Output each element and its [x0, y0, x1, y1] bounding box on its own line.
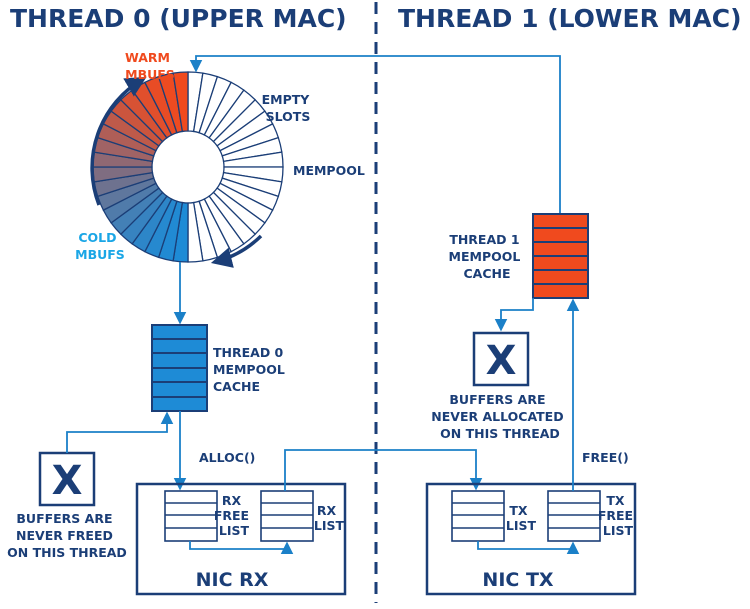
rx-list-stack [260, 490, 314, 542]
return-to-mempool-arrow [189, 55, 561, 214]
never-allocated-arrow [494, 298, 534, 332]
never-freed-arrow [66, 411, 174, 453]
cold-mbufs-label: COLD MBUFS [75, 227, 125, 262]
rx-free-list-stack [164, 490, 218, 542]
never-freed-label: BUFFERS ARE NEVER FREED ON THIS THREAD [7, 508, 127, 560]
never-allocated-x-box [472, 331, 530, 387]
thread0-mempool-cache [151, 324, 208, 412]
tx-to-tx-free-arrow [477, 541, 580, 555]
tx-free-list-label: TX FREE LIST [598, 490, 638, 538]
never-freed-x-icon: X [52, 458, 83, 504]
rotation-arrow-left [90, 76, 147, 206]
thread1-mempool-cache [532, 213, 589, 299]
mempool-label: MEMPOOL [293, 163, 365, 178]
thread1-title: THREAD 1 (LOWER MAC) [398, 4, 742, 33]
mempool-ring [92, 71, 284, 263]
thread1-cache-label: THREAD 1 MEMPOOL CACHE [449, 229, 526, 281]
tx-list-stack [451, 490, 505, 542]
never-allocated-label: BUFFERS ARE NEVER ALLOCATED ON THIS THRE… [431, 389, 568, 441]
rx-free-list-label: RX FREE LIST [214, 490, 254, 538]
nic-rx-title: NIC RX [196, 569, 269, 591]
tx-free-list-stack [547, 490, 601, 542]
thread0-title: THREAD 0 (UPPER MAC) [10, 4, 347, 33]
rx-to-tx-arrow [284, 449, 483, 491]
alloc-label: ALLOC() [199, 450, 255, 465]
empty-slots-label: EMPTY SLOTS [262, 89, 315, 124]
nic-tx-title: NIC TX [482, 569, 553, 591]
never-allocated-x-icon: X [486, 338, 517, 384]
thread0-cache-label: THREAD 0 MEMPOOL CACHE [213, 342, 290, 394]
rotation-arrow-right [210, 234, 263, 268]
nic-rx-box [135, 482, 347, 596]
rx-free-to-rx-list-arrow [189, 541, 294, 555]
tx-list-label: TX LIST [506, 500, 537, 533]
mbuf-slot-filled [172, 71, 189, 133]
free-label: FREE() [582, 450, 629, 465]
rx-list-label: RX LIST [314, 500, 345, 533]
nic-tx-box [425, 482, 637, 596]
warm-mbufs-label: WARM MBUFS [125, 47, 175, 82]
never-freed-x-box [38, 451, 96, 507]
